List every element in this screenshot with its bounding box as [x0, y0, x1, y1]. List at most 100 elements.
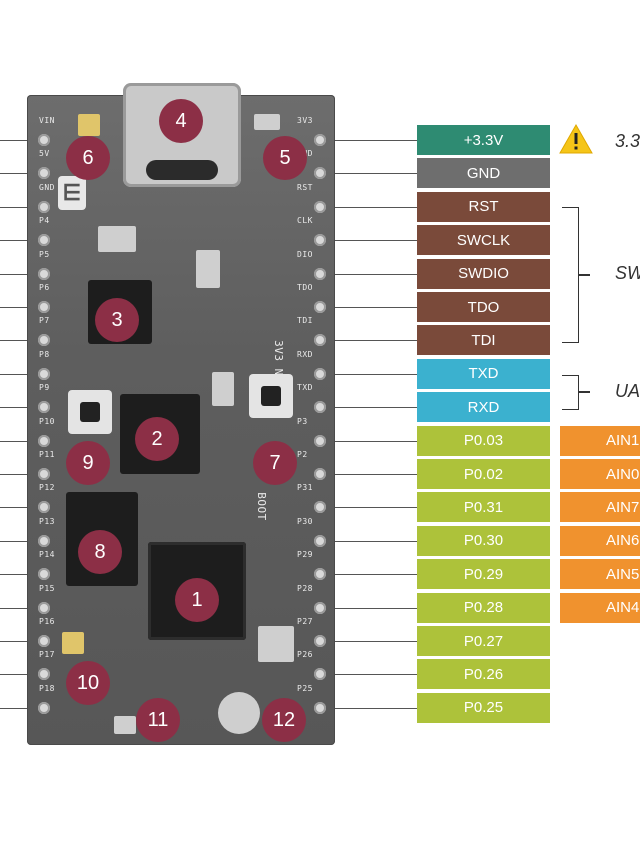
right-silkscreen-label: 3V3: [297, 116, 313, 125]
crystal-2: [212, 372, 234, 406]
marker-5: 5: [263, 136, 307, 180]
left-silkscreen-label: P4: [39, 216, 50, 226]
uart-group-label: UA: [615, 381, 640, 401]
left-leader-line: [0, 273, 30, 275]
ain-label-ain1: AIN1: [560, 425, 640, 456]
left-header-pad: [38, 334, 50, 347]
left-header-pad: [38, 635, 50, 647]
ain-label-ain4: AIN4: [560, 592, 640, 623]
right-leader-line: [330, 507, 417, 509]
left-header-pad: [38, 267, 50, 280]
right-header-pad: [314, 468, 326, 480]
pin-label-p0-30: P0.30: [417, 525, 550, 556]
capacitor: [196, 250, 220, 288]
marker-12: 12: [262, 698, 306, 742]
left-leader-line: [0, 440, 30, 442]
left-header-pad: [38, 234, 50, 247]
right-leader-line: [330, 440, 417, 442]
left-leader-line: [0, 206, 30, 208]
crystal-3: [258, 626, 294, 662]
left-header-pad: [38, 568, 50, 581]
right-leader-line: [330, 540, 417, 542]
led-6: [78, 114, 100, 136]
swd-group-label: SW: [615, 263, 640, 283]
right-silkscreen-label: TDO: [297, 283, 313, 292]
right-header-pad: [314, 501, 326, 514]
right-silkscreen-label: P2: [297, 450, 308, 459]
marker-6: 6: [66, 136, 110, 180]
board-logo: ⋿: [58, 176, 86, 210]
marker-8: 8: [78, 530, 122, 574]
left-silkscreen-label: P18: [39, 683, 55, 693]
left-leader-line: [0, 340, 30, 342]
pin-label-swdio: SWDIO: [417, 258, 550, 289]
right-header-pad: [314, 301, 326, 313]
antenna-connector: [218, 692, 260, 734]
right-leader-line: [330, 474, 417, 475]
left-silkscreen-label: P13: [39, 516, 55, 526]
marker-9: 9: [66, 441, 110, 485]
left-leader-line: [0, 474, 30, 475]
right-header-pad: [314, 200, 326, 213]
left-silkscreen-label: P10: [39, 416, 55, 426]
pin-label--3-3v: +3.3V: [417, 125, 550, 155]
left-silkscreen-label: P9: [39, 383, 50, 393]
pin-label-p0-26: P0.26: [417, 659, 550, 690]
swd-bracket-tick: [578, 274, 590, 276]
pin-label-tdo: TDO: [417, 292, 550, 322]
uart-bracket: [562, 375, 579, 410]
right-silkscreen-label: P3: [297, 416, 308, 426]
right-leader-line: [330, 641, 417, 642]
left-header-pad: [38, 367, 50, 380]
warning-triangle-icon: [559, 124, 593, 154]
marker-2: 2: [135, 417, 179, 461]
left-silkscreen-label: P6: [39, 283, 50, 292]
right-header-pad: [314, 234, 326, 247]
marker-3: 3: [95, 298, 139, 342]
left-header-pad: [38, 134, 50, 146]
led-5: [254, 114, 280, 130]
pin-label-p0-27: P0.27: [417, 626, 550, 656]
left-silkscreen-label: P11: [39, 450, 55, 459]
left-leader-line: [0, 407, 30, 409]
right-silkscreen-label: TDI: [297, 316, 313, 326]
right-header-pad: [314, 401, 326, 414]
pin-label-p0-02: P0.02: [417, 459, 550, 489]
left-header-pad: [38, 534, 50, 547]
ain-label-ain5: AIN5: [560, 559, 640, 590]
right-silkscreen-label: RXD: [297, 349, 313, 359]
right-silkscreen-label: CLK: [297, 216, 313, 226]
left-leader-line: [0, 373, 30, 375]
right-leader-line: [330, 407, 417, 409]
left-leader-line: [0, 307, 30, 308]
right-header-pad: [314, 534, 326, 547]
left-header-pad: [38, 701, 50, 714]
left-header-pad: [38, 468, 50, 480]
right-leader-line: [330, 373, 417, 375]
left-header-pad: [38, 401, 50, 414]
right-silkscreen-label: TXD: [297, 383, 313, 393]
right-silkscreen-label: P27: [297, 617, 313, 626]
left-header-pad: [38, 668, 50, 681]
left-leader-line: [0, 707, 30, 709]
left-silkscreen-label: P12: [39, 483, 55, 493]
power-note: 3.3: [615, 131, 640, 151]
right-header-pad: [314, 701, 326, 714]
pin-label-rxd: RXD: [417, 392, 550, 423]
right-silkscreen-label: P31: [297, 483, 313, 493]
left-leader-line: [0, 240, 30, 242]
right-leader-line: [330, 574, 417, 576]
right-leader-line: [330, 340, 417, 342]
led-11: [114, 716, 136, 734]
left-header-pad: [38, 167, 50, 180]
right-leader-line: [330, 240, 417, 242]
left-leader-line: [0, 574, 30, 576]
right-header-pad: [314, 601, 326, 614]
left-leader-line: [0, 607, 30, 609]
silkscreen-boot: BOOT: [254, 492, 268, 521]
right-silkscreen-label: RST: [297, 182, 313, 192]
marker-4: 4: [159, 99, 203, 143]
right-leader-line: [330, 173, 417, 175]
right-header-pad: [314, 668, 326, 681]
left-silkscreen-label: P17: [39, 650, 55, 660]
